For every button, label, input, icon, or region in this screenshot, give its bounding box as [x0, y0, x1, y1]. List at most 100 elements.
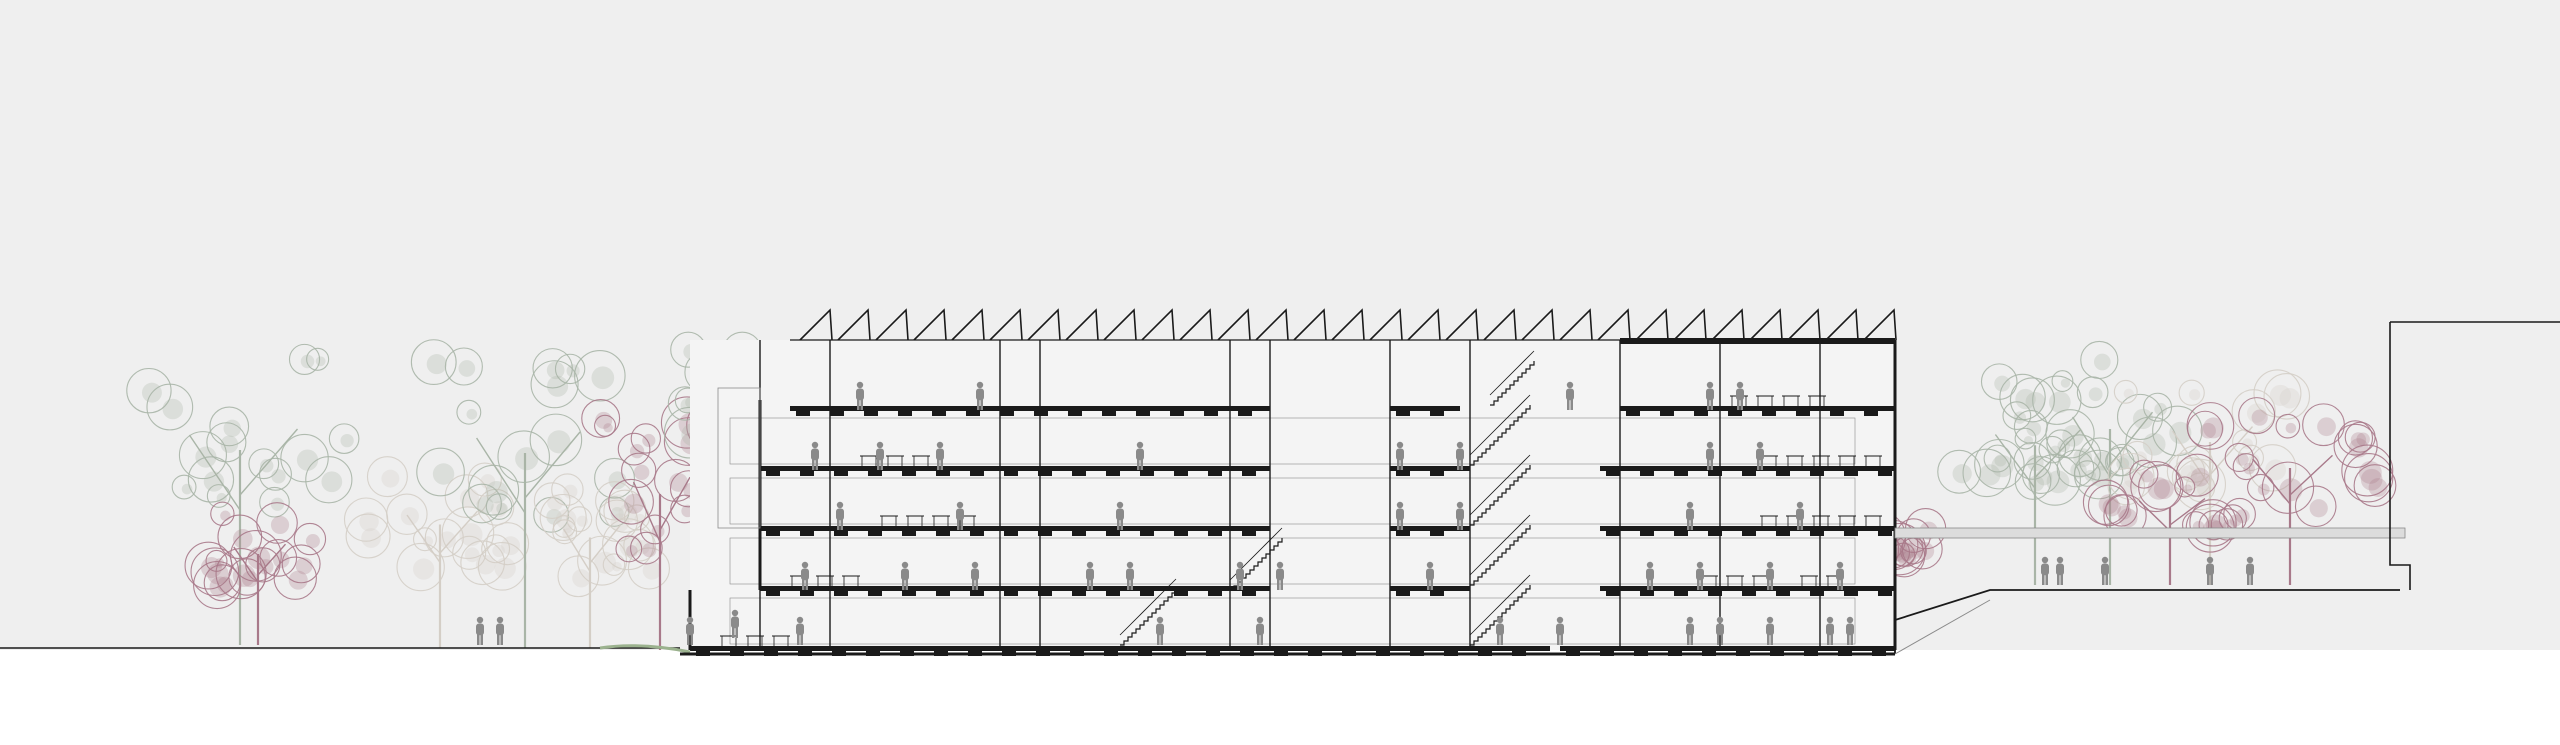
tree-foliage [1937, 449, 1982, 494]
person-leg [480, 629, 483, 645]
tree-foliage-fill [247, 546, 271, 570]
person-leg [497, 629, 500, 645]
roof-shed-icon [799, 308, 833, 341]
tree-foliage [2107, 452, 2155, 500]
people-layer [476, 381, 2254, 645]
person-head [1716, 616, 1724, 624]
person-head [1426, 561, 1434, 569]
tree-foliage [2275, 413, 2301, 439]
tree-branch [589, 525, 621, 564]
person-leg [1690, 629, 1693, 645]
tree-foliage-fill [270, 497, 285, 511]
tree-foliage-fill [2356, 432, 2370, 446]
tree-foliage-fill [340, 433, 354, 448]
person-icon [1706, 381, 1714, 410]
tree-foliage-fill [413, 558, 435, 580]
stair-treads [1490, 361, 1535, 406]
tree-foliage-fill [2133, 451, 2147, 465]
stair-icon [1489, 350, 1535, 406]
person-leg [1427, 574, 1430, 590]
roof-shed-icon [1711, 308, 1745, 341]
slab-beam [898, 411, 912, 416]
floor-slab [1390, 526, 1470, 531]
slab-beam [966, 411, 980, 416]
tree-foliage-fill [216, 492, 227, 504]
tree-foliage [2353, 464, 2397, 507]
roof-shed-icon [1255, 308, 1289, 341]
tree-foliage [2080, 340, 2119, 380]
tree-foliage [566, 506, 593, 533]
slab-beam [1878, 591, 1892, 596]
slab-beam [1238, 411, 1252, 416]
tree-foliage [2058, 434, 2102, 478]
person-leg [1120, 514, 1123, 530]
person-leg [1240, 574, 1243, 590]
slab-beam [1742, 591, 1756, 596]
tree-foliage-fill [562, 528, 574, 540]
roof-slab [1620, 338, 1895, 344]
person-leg [975, 574, 978, 590]
person-leg [1087, 574, 1090, 590]
person-leg [2057, 569, 2060, 585]
tree-foliage [444, 347, 483, 386]
tree-foliage-fill [2243, 462, 2255, 475]
tree-foliage-fill [2093, 353, 2111, 371]
tree-foliage-fill [2186, 470, 2204, 489]
tree-foliage-fill [2251, 409, 2268, 426]
tree-foliage-fill [2098, 494, 2119, 515]
slab-beam [1694, 411, 1708, 416]
person-icon [901, 561, 909, 590]
person-icon [1836, 561, 1844, 590]
person-head [836, 501, 844, 509]
roof-shed-icon [951, 308, 985, 341]
person-icon [1136, 441, 1144, 470]
person-leg [1770, 574, 1773, 590]
person-icon [796, 616, 804, 645]
tree-foliage-fill [547, 375, 569, 397]
person-icon [1686, 501, 1694, 530]
person-head [1696, 561, 1704, 569]
tree-foliage-fill [288, 570, 308, 590]
person-icon [1766, 561, 1774, 590]
tree-foliage-fill [501, 536, 521, 556]
person-leg [477, 629, 480, 645]
tree-foliage-fill [400, 507, 419, 526]
tree-foliage [2174, 476, 2196, 498]
slab-beam [1208, 591, 1222, 596]
tree-foliage-fill [2285, 422, 2297, 434]
neighbor-building [2389, 321, 2560, 590]
floor-slab [1390, 406, 1460, 411]
tree-foliage [306, 347, 330, 371]
ground-area [0, 650, 2560, 745]
tree-foliage [456, 399, 482, 425]
tree-foliage-fill [2269, 384, 2292, 406]
person-leg [1430, 574, 1433, 590]
person-leg [732, 622, 735, 638]
person-icon [1496, 616, 1504, 645]
person-leg [812, 454, 815, 470]
tree-foliage-fill [635, 540, 650, 555]
person-leg [1460, 454, 1463, 470]
tree-foliage-fill [2180, 465, 2198, 482]
person-leg [1757, 454, 1760, 470]
stair-treads [1470, 465, 1531, 526]
tree-foliage-fill [1910, 547, 1923, 559]
tree-foliage [2248, 444, 2297, 492]
person-leg [687, 629, 690, 645]
person-leg [1797, 514, 1800, 530]
person-leg [1800, 514, 1803, 530]
slab-beam [1106, 531, 1120, 536]
tree-foliage [126, 367, 172, 414]
tree-foliage [2210, 508, 2244, 541]
tree-foliage [273, 556, 317, 600]
person-icon [1396, 501, 1404, 530]
slab-beam [1174, 531, 1188, 536]
person-leg [805, 574, 808, 590]
tree-foliage [171, 474, 197, 500]
tree-foliage [460, 540, 505, 586]
person-leg [977, 394, 980, 410]
tree-foliage-fill [2013, 411, 2027, 424]
tree-foliage [416, 447, 465, 497]
tree-foliage [551, 473, 584, 506]
tree-foliage [2186, 402, 2235, 450]
